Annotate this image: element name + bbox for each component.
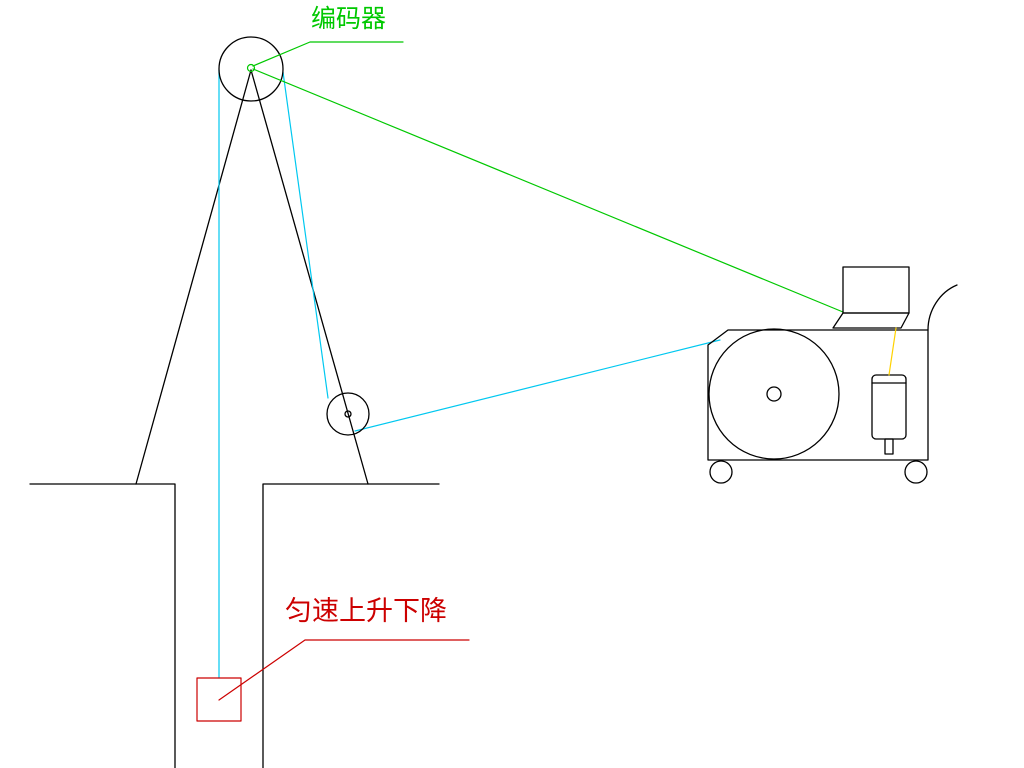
laptop-to-motor-wire — [888, 327, 897, 376]
motion-label: 匀速上升下降 — [285, 596, 447, 627]
ground-left — [29, 483, 176, 768]
wheel-right — [904, 460, 928, 484]
top-pulley — [218, 36, 284, 102]
motor-body — [871, 374, 907, 440]
ground-right — [262, 483, 440, 768]
encoder-hub-icon — [246, 63, 256, 73]
cable-top-to-lower-pulley — [282, 71, 329, 399]
cable-pulley-to-drum — [354, 339, 721, 432]
winch-drum — [708, 328, 840, 460]
laptop-screen — [842, 266, 910, 314]
laptop-icon — [832, 266, 910, 329]
winch-drum-hub — [766, 386, 782, 402]
motion-label-leader — [218, 639, 470, 701]
winch-unit — [707, 284, 958, 484]
tripod-right-leg — [250, 69, 369, 485]
encoder-signal-wiring — [252, 41, 844, 313]
logging-probe — [196, 677, 242, 722]
top-pulley-wheel — [218, 36, 284, 102]
encoder-to-laptop-line — [252, 68, 844, 313]
encoder-label: 编码器 — [311, 4, 387, 33]
laptop-base — [832, 312, 910, 329]
motor-shaft — [884, 438, 894, 455]
winch-body — [707, 329, 929, 461]
tripod-left-leg — [135, 69, 252, 485]
encoder-label-leader — [252, 41, 404, 67]
lower-pulley — [326, 392, 370, 436]
power-cord — [927, 284, 958, 331]
probe-annotation — [196, 639, 470, 722]
lower-pulley-wheel — [326, 392, 370, 436]
tripod — [135, 69, 369, 485]
cable — [218, 69, 721, 679]
lower-pulley-axle — [344, 410, 352, 418]
ground-and-borehole — [29, 483, 440, 768]
wheel-left — [709, 460, 733, 484]
